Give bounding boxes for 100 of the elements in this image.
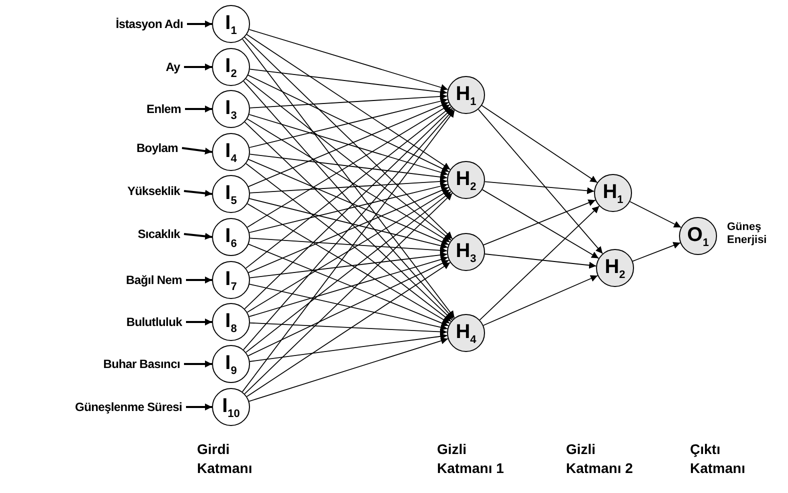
input-variable-label: İstasyon Adı xyxy=(116,16,183,32)
neuron-label: I$_{9}$ xyxy=(225,352,237,376)
input-variable-label: Bağıl Nem xyxy=(126,272,182,288)
input-variable-label: Buhar Basıncı xyxy=(103,356,180,372)
arrow xyxy=(249,182,448,233)
arrow xyxy=(244,36,453,240)
arrow xyxy=(249,154,448,180)
neuron-circle xyxy=(212,261,250,299)
neuron-circle xyxy=(447,76,485,114)
neuron-label: H$_{3}$ xyxy=(456,240,476,264)
arrow xyxy=(248,74,450,172)
neuron-label: I$_{8}$ xyxy=(225,310,237,334)
arrow xyxy=(248,256,448,318)
arrow xyxy=(250,238,448,254)
neuron-circle xyxy=(212,90,250,128)
arrow xyxy=(243,80,454,320)
input-variable-label: Sıcaklık xyxy=(138,226,180,242)
neuron-circle xyxy=(212,303,250,341)
neuron-circle xyxy=(447,161,485,199)
layer-caption: Çıktı Katmanı xyxy=(690,440,746,478)
neuron-circle xyxy=(212,345,250,383)
arrow xyxy=(478,108,604,254)
neuron-circle xyxy=(679,217,717,255)
arrow xyxy=(244,192,453,394)
neuron-circle xyxy=(212,5,250,43)
arrow xyxy=(242,38,455,318)
layer-caption: Gizli Katmanı 1 xyxy=(437,440,505,478)
neuron-label: H$_{2}$ xyxy=(456,168,476,192)
arrow xyxy=(482,189,600,259)
arrow xyxy=(182,147,212,155)
arrow xyxy=(630,201,682,228)
input-variable-label: Boylam xyxy=(136,140,178,156)
layer-caption: Girdi Katmanı xyxy=(197,440,254,478)
arrow xyxy=(184,360,212,368)
arrow xyxy=(248,260,450,356)
neuron-label: I$_{3}$ xyxy=(225,96,237,122)
arrow xyxy=(249,98,448,148)
neuron-label: O$_{1}$ xyxy=(687,224,709,248)
neuron-circle xyxy=(212,388,250,426)
arrow xyxy=(246,34,451,170)
arrow xyxy=(185,106,212,112)
layer-caption: Gizli Katmanı 2 xyxy=(566,440,634,478)
neuron-circle xyxy=(594,174,632,212)
arrow xyxy=(248,244,449,326)
arrow xyxy=(250,178,448,194)
neuron-label: H$_{1}$ xyxy=(456,82,476,108)
arrow xyxy=(242,110,456,392)
neuron-label: I$_{10}$ xyxy=(222,394,240,420)
input-variable-label: Ay xyxy=(166,59,180,75)
arrow xyxy=(248,29,448,91)
arrow xyxy=(246,262,451,397)
arrow xyxy=(248,198,448,250)
arrow xyxy=(243,108,454,350)
arrow xyxy=(482,275,598,326)
arrow xyxy=(250,93,448,108)
arrow xyxy=(245,78,452,241)
neuron-circle xyxy=(596,249,634,287)
arrow xyxy=(187,20,212,28)
arrow xyxy=(186,276,212,284)
arrow xyxy=(248,102,449,188)
arrow xyxy=(186,404,212,410)
arrow xyxy=(184,190,212,197)
neuron-label: I$_{7}$ xyxy=(225,268,237,292)
input-variable-label: Enlem xyxy=(146,101,181,117)
neuron-label: I$_{1}$ xyxy=(225,12,237,36)
neuron-circle xyxy=(212,133,250,171)
arrow xyxy=(245,106,452,269)
arrow xyxy=(632,242,681,262)
neuron-label: I$_{5}$ xyxy=(225,182,237,206)
neuron-label: I$_{6}$ xyxy=(225,224,237,250)
neuron-circle xyxy=(447,314,485,352)
arrow xyxy=(246,163,452,322)
arrow xyxy=(246,118,450,243)
arrow xyxy=(248,186,449,274)
neuron-label: I$_{2}$ xyxy=(225,54,237,80)
neuron-circle xyxy=(447,233,485,271)
arrow xyxy=(249,252,448,278)
neuron-label: H$_{1}$ xyxy=(602,180,624,206)
arrow xyxy=(249,332,448,362)
arrow xyxy=(184,232,212,240)
arrow xyxy=(246,203,450,324)
arrow xyxy=(248,337,448,402)
arrow xyxy=(479,206,600,320)
neuron-label: H$_{2}$ xyxy=(604,256,626,280)
arrow xyxy=(249,68,448,96)
arrow xyxy=(248,114,448,176)
arrow xyxy=(246,189,450,313)
arrow xyxy=(246,191,452,353)
neuron-circle xyxy=(212,218,250,256)
input-variable-label: Bulutluluk xyxy=(126,314,182,330)
arrow xyxy=(186,318,212,326)
neuron-circle xyxy=(212,175,250,213)
arrow xyxy=(246,104,450,228)
arrow xyxy=(250,322,448,336)
input-variable-label: Yükseklik xyxy=(127,183,180,199)
neuron-label: H$_{4}$ xyxy=(456,320,476,346)
arrow xyxy=(484,181,595,194)
arrow xyxy=(249,284,448,331)
arrow xyxy=(248,158,449,246)
neuron-circle xyxy=(212,48,250,86)
